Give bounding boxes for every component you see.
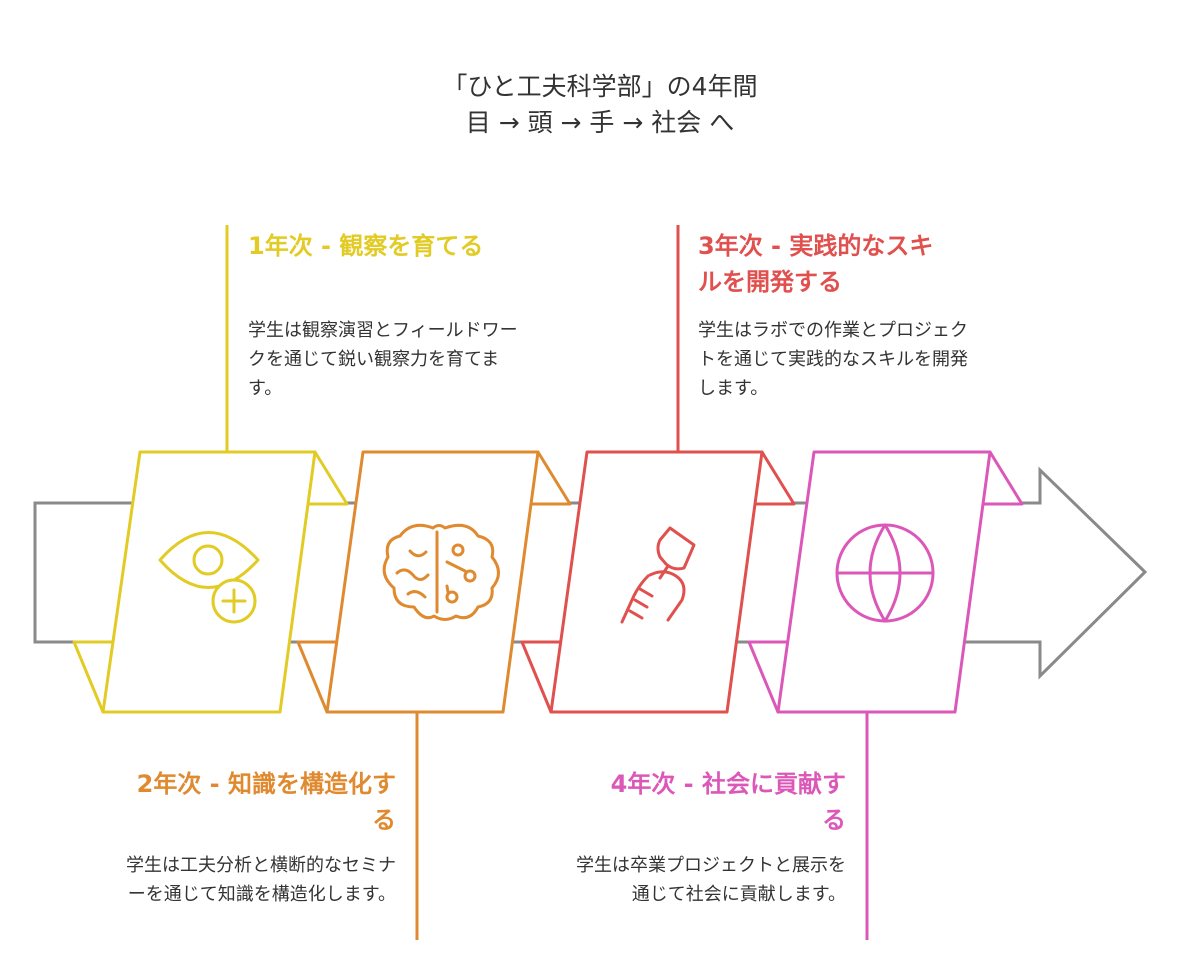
step-3-panel [520,225,796,714]
diagram-title-line2: 目 → 頭 → 手 → 社会 へ [465,108,735,137]
step-4-title: 4年次 - 社会に貢献する [610,770,846,834]
brain-icon [382,523,500,621]
globe-icon [835,523,935,623]
step-2-description: 学生は工夫分析と横断的なセミナーを通じて知識を構造化します。 [126,855,396,905]
step-2-title: 2年次 - 知識を構造化する [136,770,396,834]
step-3-description: 学生はラボでの作業とプロジェクトを通じて実践的なスキルを開発します。 [698,320,968,399]
eye-plus-icon [158,531,260,624]
step-4-panel [747,450,1024,940]
step-1-description: 学生は観察演習とフィールドワークを通じて鋭い観察力を育てます。 [248,320,518,399]
diagram-title-line1: 「ひと工夫科学部」の4年間 [442,72,758,101]
hand-tool-icon [620,526,696,624]
step-2-panel [296,450,572,940]
step-4-description: 学生は卒業プロジェクトと展示を通じて社会に貢献します。 [576,855,846,905]
step-3-title: 3年次 - 実践的なスキルを開発する [698,232,934,296]
step-1-panel [72,225,349,714]
step-1-title: 1年次 - 観察を育てる [248,232,484,260]
